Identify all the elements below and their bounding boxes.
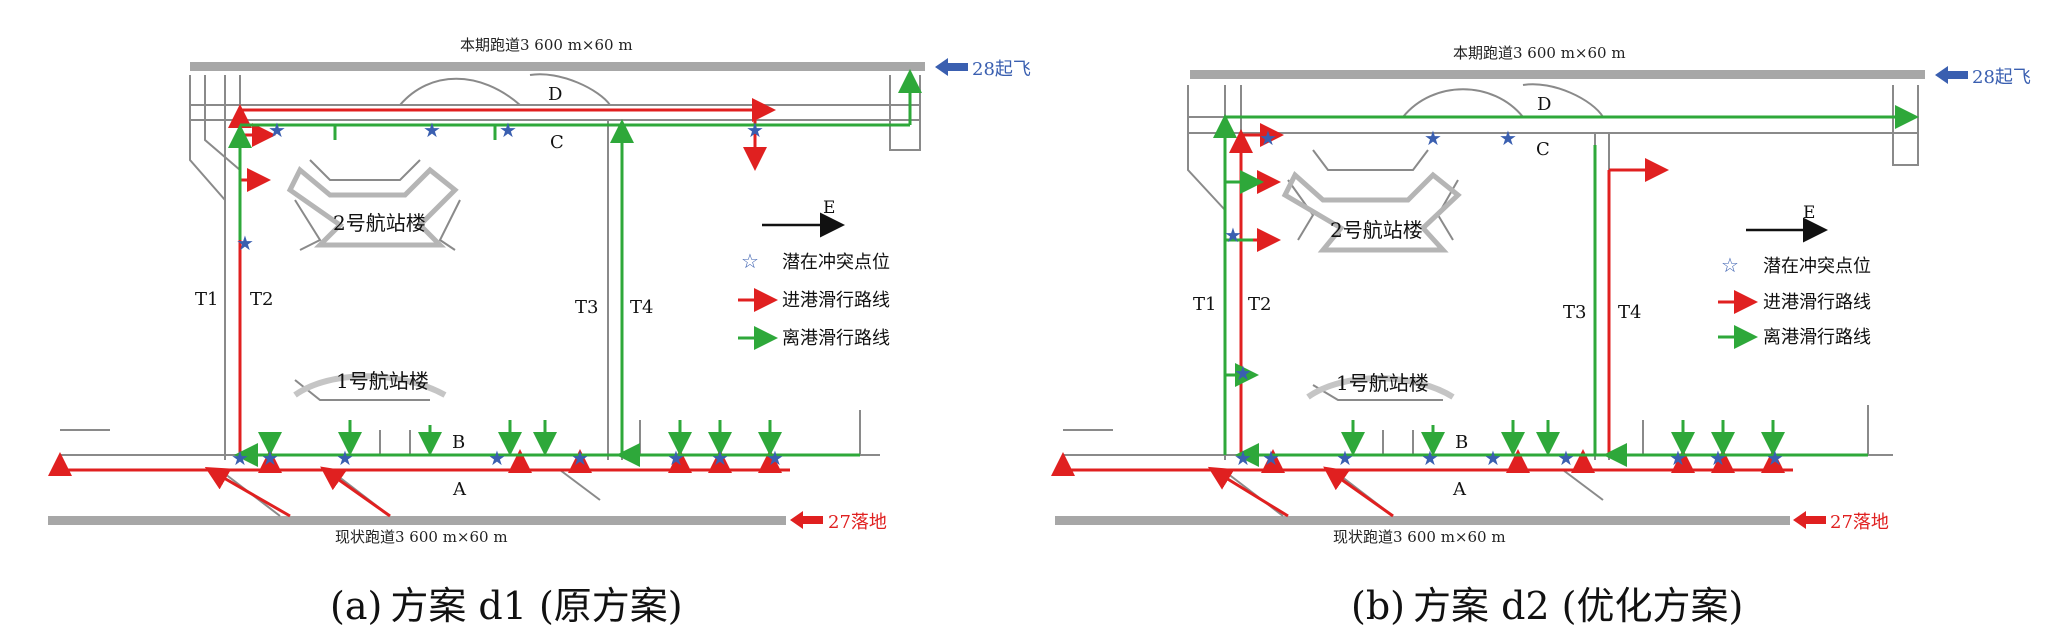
terminal-2-label: 2号航站楼 bbox=[1330, 218, 1423, 242]
conflict-star: ★ bbox=[423, 118, 441, 142]
legend-star-icon: ☆ bbox=[741, 249, 759, 273]
label-T4: T4 bbox=[630, 297, 653, 318]
landing-label: 27落地 bbox=[828, 512, 887, 533]
runway-bottom-label: 现状跑道3 600 m×60 m bbox=[1333, 528, 1506, 546]
conflict-star: ★ bbox=[1421, 446, 1439, 470]
label-T1: T1 bbox=[195, 289, 218, 310]
label-T3: T3 bbox=[1563, 302, 1586, 323]
conflict-star: ★ bbox=[1234, 361, 1252, 385]
legend-arrival-label: 进港滑行路线 bbox=[1763, 292, 1871, 313]
conflict-star: ★ bbox=[499, 118, 517, 142]
panel-b-caption-text: 方案 d2 (优化方案) bbox=[1412, 584, 1744, 628]
panel-a-caption: (a)方案 d1 (原方案) bbox=[330, 575, 691, 630]
terminal-2-label: 2号航站楼 bbox=[333, 211, 426, 235]
legend-conflict-label: 潜在冲突点位 bbox=[782, 252, 890, 273]
label-T2: T2 bbox=[250, 289, 273, 310]
compass-label: E bbox=[823, 198, 835, 218]
takeoff-arrow-icon bbox=[935, 58, 968, 76]
runway-top bbox=[1190, 70, 1925, 79]
landing-arrow-icon bbox=[790, 511, 823, 529]
airport-diagram-b: 本期跑道3 600 m×60 m 现状跑道3 600 m×60 m bbox=[1051, 44, 2031, 546]
label-A: A bbox=[452, 479, 467, 500]
compass-label: E bbox=[1803, 203, 1815, 223]
legend: ☆ 潜在冲突点位 进港滑行路线 离港滑行路线 bbox=[1718, 253, 1871, 349]
terminal-2-outline bbox=[286, 166, 459, 248]
conflict-star: ★ bbox=[711, 446, 729, 470]
landing-label: 27落地 bbox=[1830, 512, 1889, 533]
legend: ☆ 潜在冲突点位 进港滑行路线 离港滑行路线 bbox=[738, 249, 890, 350]
airport-diagram-a: 本期跑道3 600 m×60 m 现状跑道3 600 m×60 m bbox=[48, 36, 1031, 546]
conflict-points: ★ ★ ★ ★ ★ ★ ★ ★ ★ ★ ★ ★ ★ bbox=[231, 118, 784, 470]
conflict-points: ★ ★ ★ ★ ★ ★ ★ ★ ★ ★ ★ ★ ★ ★ bbox=[1224, 126, 1784, 470]
label-D: D bbox=[548, 84, 562, 105]
label-T1: T1 bbox=[1193, 294, 1216, 315]
conflict-star: ★ bbox=[1766, 446, 1784, 470]
conflict-star: ★ bbox=[1709, 446, 1727, 470]
conflict-star: ★ bbox=[231, 446, 249, 470]
label-T4: T4 bbox=[1618, 302, 1641, 323]
conflict-star: ★ bbox=[336, 446, 354, 470]
conflict-star: ★ bbox=[1262, 446, 1280, 470]
conflict-star: ★ bbox=[1259, 126, 1277, 150]
conflict-star: ★ bbox=[667, 446, 685, 470]
legend-departure-label: 离港滑行路线 bbox=[782, 328, 890, 349]
legend-departure-label: 离港滑行路线 bbox=[1763, 327, 1871, 348]
conflict-star: ★ bbox=[261, 446, 279, 470]
takeoff-label: 28起飞 bbox=[972, 59, 1031, 80]
runway-bottom bbox=[1055, 516, 1790, 525]
conflict-star: ★ bbox=[268, 118, 286, 142]
departure-routes bbox=[228, 69, 922, 467]
takeoff-label: 28起飞 bbox=[1972, 67, 2031, 88]
landing-arrow-icon bbox=[1793, 511, 1826, 529]
label-C: C bbox=[550, 132, 564, 153]
conflict-star: ★ bbox=[236, 231, 254, 255]
departure-routes bbox=[1213, 105, 1919, 467]
panel-b: 本期跑道3 600 m×60 m 现状跑道3 600 m×60 m bbox=[1023, 0, 2046, 640]
panel-b-caption-tag: (b) bbox=[1351, 584, 1405, 628]
label-B: B bbox=[452, 432, 465, 453]
legend-star-icon: ☆ bbox=[1721, 253, 1739, 277]
runway-top-label: 本期跑道3 600 m×60 m bbox=[1453, 44, 1626, 62]
panel-a: 本期跑道3 600 m×60 m 现状跑道3 600 m×60 m bbox=[48, 36, 1031, 630]
runway-bottom-label: 现状跑道3 600 m×60 m bbox=[335, 528, 508, 546]
label-T2: T2 bbox=[1248, 294, 1271, 315]
panel-a-caption-tag: (a) bbox=[330, 584, 383, 628]
conflict-star: ★ bbox=[746, 118, 764, 142]
runway-top bbox=[190, 62, 925, 71]
conflict-star: ★ bbox=[1336, 446, 1354, 470]
conflict-star: ★ bbox=[1557, 446, 1575, 470]
conflict-star: ★ bbox=[571, 446, 589, 470]
terminal-2-outline bbox=[1281, 170, 1462, 253]
legend-arrival-label: 进港滑行路线 bbox=[782, 290, 890, 311]
panel-a-caption-text: 方案 d1 (原方案) bbox=[390, 584, 683, 628]
terminal-1-outline bbox=[1306, 375, 1455, 400]
terminal-1-label: 1号航站楼 bbox=[1336, 371, 1429, 395]
label-D: D bbox=[1537, 94, 1551, 115]
takeoff-arrow-icon bbox=[1935, 66, 1968, 84]
conflict-star: ★ bbox=[1669, 446, 1687, 470]
conflict-star: ★ bbox=[1234, 446, 1252, 470]
conflict-star: ★ bbox=[488, 446, 506, 470]
runway-bottom bbox=[48, 516, 786, 525]
conflict-star: ★ bbox=[766, 446, 784, 470]
terminal-1-label: 1号航站楼 bbox=[336, 369, 429, 393]
conflict-star: ★ bbox=[1424, 126, 1442, 150]
label-C: C bbox=[1536, 139, 1550, 160]
conflict-star: ★ bbox=[1484, 446, 1502, 470]
arrival-routes bbox=[1051, 123, 1793, 518]
runway-top-label: 本期跑道3 600 m×60 m bbox=[460, 36, 633, 54]
terminal-1-outline bbox=[293, 373, 447, 398]
label-A: A bbox=[1452, 479, 1467, 500]
panel-b-caption: (b)方案 d2 (优化方案) bbox=[1351, 575, 1751, 630]
label-T3: T3 bbox=[575, 297, 598, 318]
legend-conflict-label: 潜在冲突点位 bbox=[1763, 256, 1871, 277]
label-B: B bbox=[1455, 432, 1468, 453]
conflict-star: ★ bbox=[1224, 223, 1242, 247]
conflict-star: ★ bbox=[1499, 126, 1517, 150]
